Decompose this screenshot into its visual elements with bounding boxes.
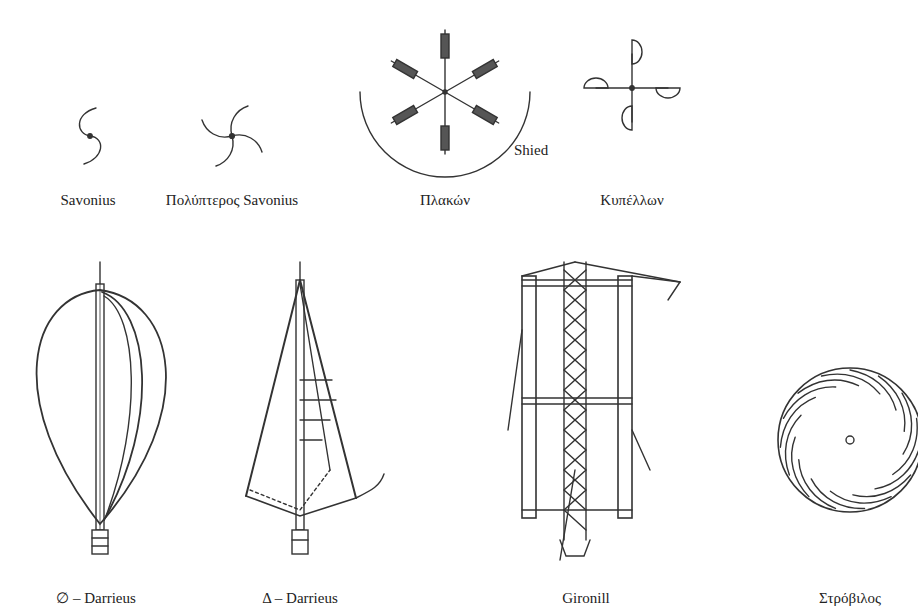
- turbine-rotor: [766, 357, 918, 523]
- caption-label: Κυπέλλων: [600, 191, 663, 209]
- caption-label: Πλακών: [420, 191, 470, 209]
- delta-darrieus-rotor: [246, 262, 384, 554]
- caption-label: Gironill: [562, 589, 610, 607]
- caption-label: Πολύπτερος Savonius: [166, 191, 298, 209]
- caption-label: Savonius: [60, 191, 115, 209]
- caption-label: ∅ – Darrieus: [56, 589, 136, 607]
- giromill-rotor: [508, 262, 680, 560]
- multiblade-savonius-rotor: [202, 106, 262, 166]
- cup-rotor: [584, 40, 680, 130]
- savonius-rotor: [79, 108, 100, 164]
- caption-label: Δ – Darrieus: [262, 589, 337, 607]
- plate-rotor: [360, 30, 530, 177]
- caption-label: Shied: [514, 141, 548, 159]
- phi-darrieus-rotor: [37, 262, 166, 554]
- caption-label: Στρόβιλος: [819, 589, 881, 607]
